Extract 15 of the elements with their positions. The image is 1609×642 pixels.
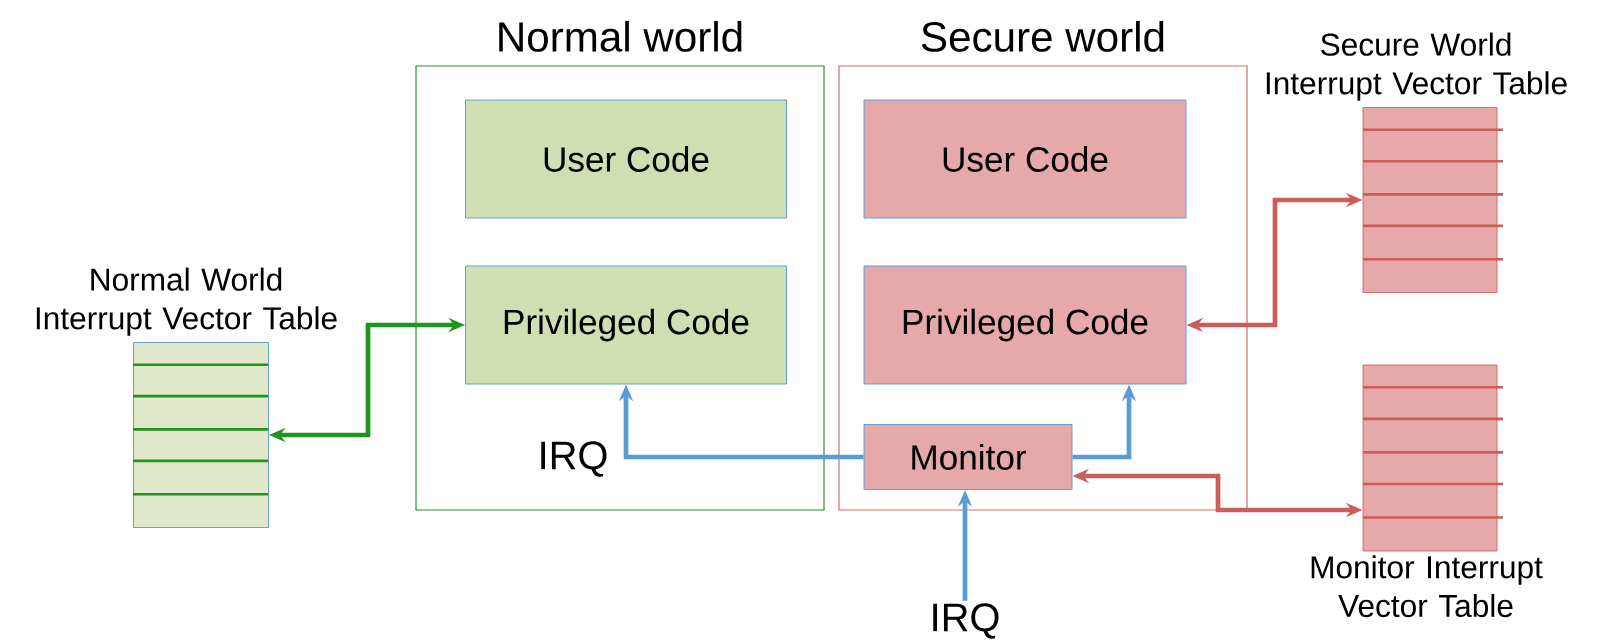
node-label: Secure World Interrupt Vector Table bbox=[1266, 32, 1567, 101]
process-box: User Code bbox=[863, 99, 1187, 219]
node-label: Normal World Interrupt Vector Table bbox=[36, 267, 337, 336]
input-label: IRQ bbox=[933, 603, 999, 639]
process-box: Privileged Code bbox=[863, 265, 1187, 385]
edge-label: IRQ bbox=[535, 439, 611, 479]
node-label: Secure world bbox=[921, 20, 1164, 52]
vector-table: Monitor Interrupt Vector Table bbox=[1311, 364, 1543, 618]
process-box: User Code bbox=[465, 99, 787, 219]
node-label: Normal world bbox=[499, 20, 742, 52]
process-box: Monitor bbox=[863, 424, 1073, 490]
process-box: Privileged Code bbox=[465, 265, 787, 385]
vector-table: Normal World Interrupt Vector Table bbox=[36, 267, 337, 528]
vector-table: Secure World Interrupt Vector Table bbox=[1266, 32, 1567, 293]
node-label: Monitor Interrupt Vector Table bbox=[1311, 555, 1543, 618]
